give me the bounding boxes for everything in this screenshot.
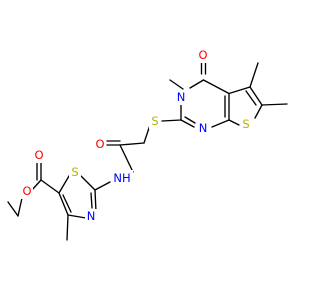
structure-diagram: O N S S N O NH O S O N xyxy=(7,48,288,241)
bond-c2thz-s xyxy=(80,175,96,191)
bond-c5-methyl xyxy=(249,62,259,88)
bond-n-c2thz-double xyxy=(90,192,93,209)
atom-s-thioether: S xyxy=(151,114,158,128)
bond-n3-methyl xyxy=(169,79,184,90)
bond-s-c7a xyxy=(228,119,240,126)
bond-c4a-c5 xyxy=(228,86,251,95)
bond-oether-ch2 xyxy=(17,197,23,217)
bond-c4thz-methyl xyxy=(66,214,69,241)
bond-ch2-ch3 xyxy=(7,201,19,217)
bond-c2-n1-double xyxy=(184,116,196,124)
bond-layer xyxy=(7,58,288,241)
bond-n-c2thz xyxy=(94,189,97,213)
atom-n3: N xyxy=(177,90,186,104)
atom-o-carbonyl: O xyxy=(198,48,207,62)
bond-n1-c7a xyxy=(211,119,230,128)
bond-c6-methyl xyxy=(261,103,288,106)
atom-nh-amide: NH xyxy=(113,171,130,185)
atom-o-ester-ether: O xyxy=(22,184,31,198)
atom-n-thiazole: N xyxy=(87,209,96,223)
bond-c6-s xyxy=(254,104,263,119)
bond-c5-c6-double xyxy=(245,90,257,106)
bond-c5thz-cester xyxy=(40,179,60,194)
molecule-canvas: O N S S N O NH O S O N xyxy=(7,48,288,241)
atom-label-layer: O N S S N O NH O S O N xyxy=(21,48,252,224)
atom-s-thiophene: S xyxy=(242,117,249,131)
bond-nh-c2thz xyxy=(94,181,111,191)
bond-c5-c6 xyxy=(249,86,263,106)
atom-s-thiazole: S xyxy=(71,165,78,179)
bond-c5-c4thz xyxy=(58,192,69,216)
bond-ch2-co xyxy=(119,142,145,146)
bond-c4thz-n xyxy=(67,214,87,219)
atom-n1: N xyxy=(199,121,208,135)
bond-s-c5thz xyxy=(58,175,70,194)
bond-co-nh xyxy=(119,144,134,173)
bond-c4-c4a xyxy=(202,79,230,95)
bond-c4-n3 xyxy=(189,79,205,89)
atom-o-amide: O xyxy=(95,137,104,151)
bond-c2-n1 xyxy=(180,119,195,128)
atom-o-ester-carbonyl: O xyxy=(34,148,43,162)
bond-c5-c4thz-double xyxy=(62,194,72,213)
bond-c2-s xyxy=(161,119,182,122)
bond-cester-oether xyxy=(31,179,42,191)
